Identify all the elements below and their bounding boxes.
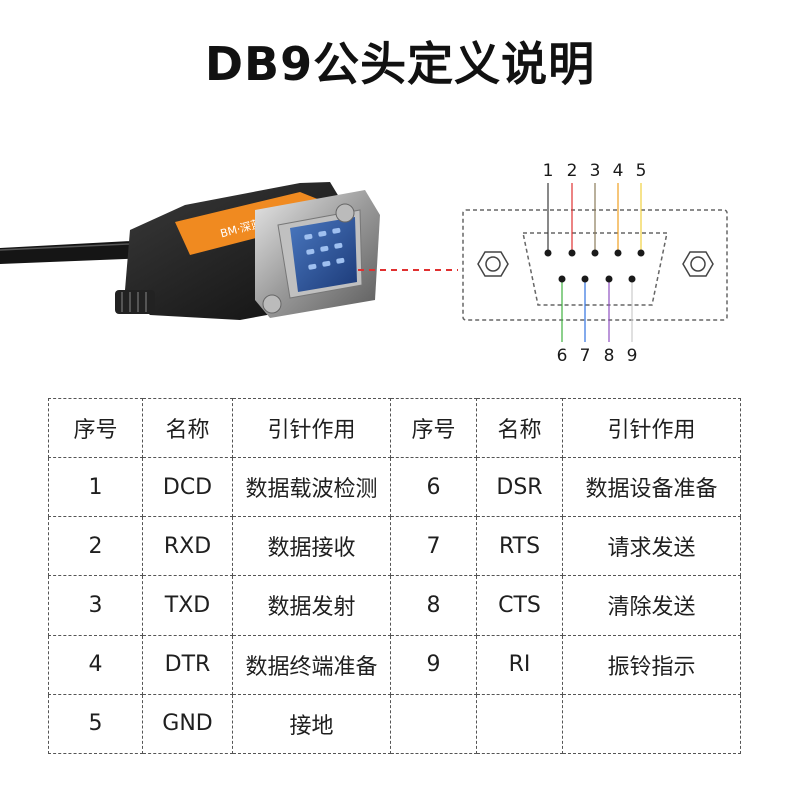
pin-label-8: 8: [604, 346, 615, 366]
table-cell: 清除发送: [562, 575, 741, 636]
table-cell: DTR: [142, 634, 233, 695]
pin-2: 2: [567, 161, 578, 257]
table-cell: 9: [390, 634, 477, 695]
table-cell: 振铃指示: [562, 634, 741, 695]
pinout-table: 序号 名称 引针作用 序号 名称 引针作用 1 DCD 数据载波检测 6 DSR…: [48, 398, 741, 755]
cable: [0, 240, 151, 264]
pin-1: 1: [543, 161, 554, 257]
table-cell: 数据接收: [232, 516, 391, 577]
page-title: DB9公头定义说明: [204, 37, 596, 91]
table-cell: 1: [48, 456, 143, 518]
pin-6: 6: [557, 275, 568, 366]
pin-9: 9: [627, 275, 638, 366]
pin-label-6: 6: [557, 346, 568, 366]
table-cell: GND: [142, 693, 233, 755]
header-name: 名称: [142, 398, 233, 458]
table-cell: 7: [390, 516, 477, 577]
bottom-pins: 6 7 8 9: [557, 275, 638, 366]
pin-label-2: 2: [567, 161, 578, 181]
table-row: 1 DCD 数据载波检测 6 DSR 数据设备准备: [48, 456, 741, 518]
header-function: 引针作用: [562, 398, 741, 458]
table-cell: 数据载波检测: [232, 456, 391, 518]
pin-label-9: 9: [627, 346, 638, 366]
header-name: 名称: [476, 398, 563, 458]
table-cell: 数据终端准备: [232, 634, 391, 695]
pin-label-5: 5: [636, 161, 647, 181]
pin-label-3: 3: [590, 161, 601, 181]
pin-label-7: 7: [580, 346, 591, 366]
table-cell: RI: [476, 634, 563, 695]
table-cell: [390, 693, 477, 755]
hex-nut-left-icon: [477, 251, 509, 277]
table-cell: TXD: [142, 575, 233, 636]
header-function: 引针作用: [232, 398, 391, 458]
table-cell: DSR: [476, 456, 563, 518]
table-cell: CTS: [476, 575, 563, 636]
table-cell: 8: [390, 575, 477, 636]
table-cell: [476, 693, 563, 755]
pin-5: 5: [636, 161, 647, 257]
table-cell: 数据设备准备: [562, 456, 741, 518]
pin-3: 3: [590, 161, 601, 257]
pin-label-4: 4: [613, 161, 624, 181]
table-header-row: 序号 名称 引针作用 序号 名称 引针作用: [48, 398, 741, 458]
pin-label-1: 1: [543, 161, 554, 181]
table-cell: DCD: [142, 456, 233, 518]
pin-7: 7: [580, 275, 591, 366]
db9-diagram: BM·深蓝: [0, 161, 728, 366]
top-pins: 1 2 3 4 5: [543, 161, 647, 257]
pin-8: 8: [604, 275, 615, 366]
header-index: 序号: [390, 398, 477, 458]
table-cell: 4: [48, 634, 143, 695]
pin-4: 4: [613, 161, 624, 257]
table-cell: 6: [390, 456, 477, 518]
table-cell: RXD: [142, 516, 233, 577]
table-row: 3 TXD 数据发射 8 CTS 清除发送: [48, 575, 741, 636]
table-cell: 3: [48, 575, 143, 636]
table-row: 2 RXD 数据接收 7 RTS 请求发送: [48, 516, 741, 577]
hex-nut-right-icon: [682, 251, 714, 277]
table-cell: [562, 693, 741, 755]
table-row: 4 DTR 数据终端准备 9 RI 振铃指示: [48, 634, 741, 695]
table-cell: 2: [48, 516, 143, 577]
header-index: 序号: [48, 398, 143, 458]
table-cell: 请求发送: [562, 516, 741, 577]
table-cell: 接地: [232, 693, 391, 755]
table-cell: 5: [48, 693, 143, 755]
table-row: 5 GND 接地: [48, 693, 741, 755]
connector-plug-image: BM·深蓝: [115, 182, 380, 320]
table-cell: RTS: [476, 516, 563, 577]
thumbscrew-icon: [115, 290, 155, 314]
table-cell: 数据发射: [232, 575, 391, 636]
